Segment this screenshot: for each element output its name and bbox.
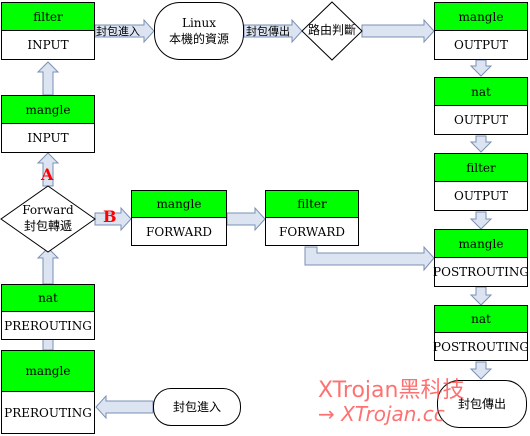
node-chain: FORWARD [146, 224, 212, 239]
linux-local-line1: Linux [181, 15, 217, 30]
arrow-filter-out-to-mangle-post [469, 211, 493, 230]
packet-in-start: 封包進入 [153, 388, 241, 426]
node-chain: POSTROUTING [433, 265, 529, 279]
node-table: nat [435, 78, 527, 106]
watermark-title: XTrojan黑科技 [318, 378, 465, 403]
node-table: filter [2, 3, 94, 31]
forward-decision-diamond [0, 185, 96, 253]
marker-a: A [41, 165, 54, 184]
forward-decision-line1: Forward [22, 203, 74, 218]
packet-in-start-text: 封包進入 [172, 399, 221, 414]
node-chain: INPUT [27, 131, 69, 145]
arrow-nat-post-to-out [469, 361, 493, 380]
node-table: mangle [435, 3, 527, 31]
arrow-mangle-out-to-nat-out [469, 59, 493, 77]
node-table: mangle [132, 191, 226, 218]
packet-out-end-text: 封包傳出 [457, 396, 506, 411]
node-mangle-prerouting: mangle PREROUTING [1, 350, 95, 434]
linux-local-line2: 本機的資源 [168, 32, 229, 46]
node-filter-forward: filter FORWARD [265, 190, 359, 246]
forward-decision-line2: 封包轉遞 [23, 219, 72, 233]
node-chain: OUTPUT [454, 38, 508, 52]
node-table: mangle [2, 96, 94, 124]
linux-local-resource: Linux 本機的資源 [154, 2, 244, 60]
node-chain: PREROUTING [4, 405, 92, 420]
arrow-nat-pre-to-forward [36, 247, 60, 285]
arrow-mangle-forward-to-filter-forward [226, 206, 266, 232]
arrow-mangle-post-to-nat-post [469, 286, 493, 306]
arrow-filter-forward-to-mangle-post [304, 245, 435, 272]
routing-decision-diamond [301, 1, 363, 61]
node-chain: INPUT [27, 38, 69, 52]
node-nat-output: nat OUTPUT [434, 77, 528, 135]
arrow-forward-to-mangle-input [36, 152, 60, 187]
arrow-filter-input-to-linux [94, 18, 155, 44]
node-mangle-output: mangle OUTPUT [434, 2, 528, 60]
node-chain: POSTROUTING [433, 339, 529, 354]
arrow-routing-to-mangle-output [361, 18, 435, 44]
arrow-linux-to-routing [243, 18, 303, 44]
edge-label-packet-in: 封包進入 [96, 25, 140, 38]
node-chain: FORWARD [279, 224, 345, 239]
node-table: filter [435, 154, 527, 182]
node-chain: OUTPUT [454, 113, 508, 127]
routing-decision-label: 路由判斷 [302, 2, 362, 60]
node-nat-postrouting: nat POSTROUTING [433, 305, 529, 361]
node-table: nat [435, 306, 527, 333]
node-table: nat [2, 285, 94, 312]
node-nat-prerouting: nat PREROUTING [1, 284, 95, 340]
node-table: mangle [2, 351, 94, 392]
arrow-mangle-input-to-filter-input [36, 61, 60, 96]
arrow-nat-out-to-filter-out [469, 135, 493, 153]
forward-decision-label: Forward 封包轉遞 [1, 186, 95, 252]
arrow-packet-in-to-mangle-pre [95, 394, 154, 420]
routing-decision-text: 路由判斷 [307, 23, 356, 38]
marker-b: B [103, 207, 117, 226]
watermark-url: → XTrojan.cc [318, 402, 445, 426]
packet-out-end: 封包傳出 [437, 380, 527, 428]
node-table: filter [266, 191, 358, 218]
node-mangle-forward: mangle FORWARD [131, 190, 227, 246]
arrow-forward-to-mangle-forward [94, 206, 132, 232]
node-table: mangle [435, 230, 527, 258]
node-mangle-postrouting: mangle POSTROUTING [433, 229, 529, 287]
node-chain: OUTPUT [454, 189, 508, 203]
edge-label-packet-out: 封包傳出 [246, 25, 290, 38]
node-filter-output: filter OUTPUT [434, 153, 528, 211]
node-filter-input: filter INPUT [1, 2, 95, 60]
node-chain: PREROUTING [4, 318, 92, 333]
node-mangle-input: mangle INPUT [1, 95, 95, 153]
